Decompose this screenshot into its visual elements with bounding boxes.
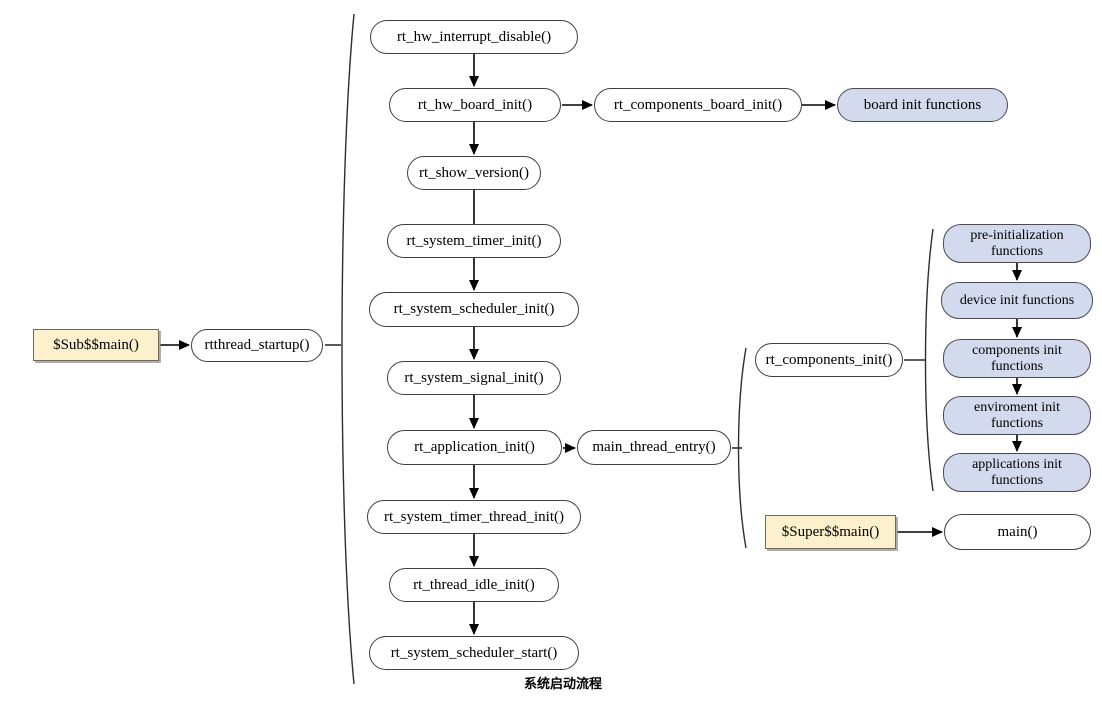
brace-main-thread [737,347,747,549]
node-components-init-functions: components init functions [943,339,1091,378]
node-rt-system-timer-init: rt_system_timer_init() [387,224,561,258]
node-enviroment-init-functions: enviroment init functions [943,396,1091,435]
node-rt-system-scheduler-init: rt_system_scheduler_init() [369,292,579,327]
node-rt-system-signal-init: rt_system_signal_init() [387,361,561,395]
node-sub-main: $Sub$$main() [33,329,159,361]
node-rt-show-version: rt_show_version() [407,156,541,190]
node-super-main: $Super$$main() [765,515,896,549]
node-rt-application-init: rt_application_init() [387,430,562,465]
node-rt-components-board-init: rt_components_board_init() [594,88,802,122]
node-device-init-functions: device init functions [941,282,1093,319]
brace-components [924,228,934,492]
node-rtthread-startup: rtthread_startup() [191,329,323,362]
braces [341,13,934,685]
brace-startup [341,13,355,685]
node-rt-system-timer-thread-init: rt_system_timer_thread_init() [367,500,581,534]
node-rt-hw-interrupt-disable: rt_hw_interrupt_disable() [370,20,578,54]
brace-connectors [325,344,925,449]
node-main-thread-entry: main_thread_entry() [577,430,731,465]
node-applications-init-functions: applications init functions [943,453,1091,492]
node-board-init-functions: board init functions [837,88,1008,122]
node-main: main() [944,514,1091,550]
node-rt-components-init: rt_components_init() [755,343,903,377]
diagram-caption: 系统启动流程 [523,677,602,692]
node-rt-thread-idle-init: rt_thread_idle_init() [389,568,559,602]
node-pre-initialization-functions: pre-initialization functions [943,224,1091,263]
node-rt-system-scheduler-start: rt_system_scheduler_start() [369,636,579,670]
node-rt-hw-board-init: rt_hw_board_init() [389,88,561,122]
